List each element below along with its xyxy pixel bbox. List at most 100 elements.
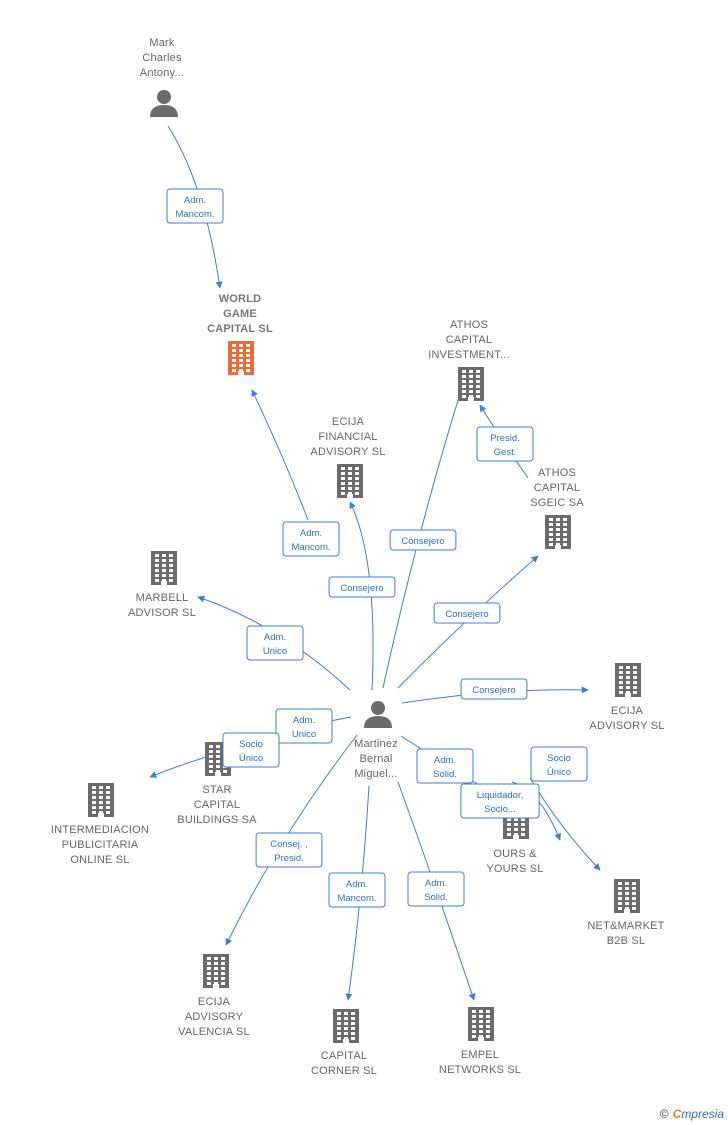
building-window	[476, 375, 480, 378]
node-mark[interactable]: MarkCharlesAntony...	[140, 37, 184, 117]
node-athos_inv[interactable]: ATHOSCAPITALINVESTMENT...	[428, 319, 510, 401]
building-window	[169, 579, 173, 582]
building-icon	[151, 551, 177, 585]
building-window	[619, 676, 623, 679]
building-window	[207, 962, 211, 965]
building-window	[221, 982, 225, 985]
building-window	[239, 364, 243, 367]
brand-initial: C	[672, 1107, 682, 1121]
building-window	[239, 354, 243, 357]
node-label-line: CAPITAL	[321, 1050, 367, 1062]
edge-label-box	[328, 576, 396, 598]
building-window	[618, 897, 622, 900]
edge-label-box	[222, 732, 280, 768]
edge-martinez-to-athos_inv	[382, 377, 467, 689]
building-window	[246, 354, 250, 357]
edge-label-martinez-to-ecija_fin[interactable]: Consejero	[328, 576, 396, 598]
node-label-line: ATHOS	[538, 467, 576, 479]
node-label-line: ADVISORY SL	[589, 720, 664, 732]
building-window	[99, 786, 103, 789]
node-label-line: NET&MARKET	[587, 920, 664, 932]
edge-label-martinez-to-star[interactable]: Adm.Unico	[275, 708, 333, 744]
empresia-logo[interactable]: ©Cmpresia	[660, 1107, 724, 1121]
building-window	[625, 907, 629, 910]
building-window	[341, 472, 345, 475]
building-window	[618, 887, 622, 890]
building-window	[207, 967, 211, 970]
edge-label-text: Consejero	[472, 685, 515, 696]
building-window	[344, 1012, 348, 1015]
building-window	[92, 806, 96, 809]
building-window	[214, 977, 218, 980]
building-window	[232, 344, 236, 347]
building-window	[563, 533, 567, 536]
building-window	[626, 686, 630, 689]
edge-labels-layer: Adm.Mancom.Adm.Mancom.ConsejeroConsejero…	[166, 188, 588, 908]
edge-label-martinez-to-world[interactable]: Adm.Mancom.	[282, 521, 340, 557]
edge-label-text: Adm.	[434, 755, 456, 766]
building-window	[209, 755, 213, 758]
edge-label-martinez-to-athos_sgeic[interactable]: Consejero	[433, 602, 501, 624]
building-window	[207, 977, 211, 980]
edge-label-martinez-to-ours[interactable]: Adm.Solid.	[416, 748, 474, 784]
building-window	[556, 518, 560, 521]
building-window	[155, 569, 159, 572]
building-window	[472, 1030, 476, 1033]
node-label-line: ADVISORY	[185, 1011, 244, 1023]
edge-label-text: Gest.	[494, 447, 517, 458]
node-capital_corner[interactable]: CAPITAL CORNER SL	[311, 1009, 377, 1077]
edge-label-martinez-to-netmarket[interactable]: Liquidador,Socio...	[460, 783, 540, 819]
node-label-line: VALENCIA SL	[178, 1026, 250, 1038]
node-label-line: CORNER SL	[311, 1065, 377, 1077]
building-window	[232, 369, 236, 372]
building-window	[169, 554, 173, 557]
node-label-line: INVESTMENT...	[428, 349, 509, 361]
edge-label-martinez-to-ecija_val[interactable]: Consej. ,Presid.	[255, 832, 323, 868]
building-window	[632, 887, 636, 890]
edge-label-martinez-to-capital_corner[interactable]: Adm.Mancom.	[328, 872, 386, 908]
building-window	[486, 1025, 490, 1028]
building-window	[514, 828, 518, 831]
copyright-symbol: ©	[659, 1107, 669, 1121]
building-window	[563, 518, 567, 521]
edge-label-box	[416, 748, 474, 784]
edge-label-martinez-to-ecija_adv[interactable]: Consejero	[460, 678, 528, 700]
building-window	[521, 823, 525, 826]
edge-label-martinez-to-marbell[interactable]: Adm.Unico	[246, 625, 304, 661]
node-label-line: INTERMEDIACION	[51, 824, 149, 836]
building-window	[472, 1020, 476, 1023]
building-window	[207, 972, 211, 975]
building-window	[214, 962, 218, 965]
edge-label-martinez-to-athos_inv[interactable]: Consejero	[389, 529, 457, 551]
building-window	[106, 796, 110, 799]
edge-label-martinez-to-empel[interactable]: Adm.Solid.	[407, 871, 465, 907]
edge-label-athos_sgeic-to-athos_inv[interactable]: Presid.Gest.	[476, 426, 534, 462]
building-window	[106, 786, 110, 789]
building-window	[92, 801, 96, 804]
building-door	[468, 397, 474, 401]
edge-label-text: Consejero	[401, 536, 444, 547]
building-window	[232, 354, 236, 357]
building-window	[209, 770, 213, 773]
building-window	[162, 579, 166, 582]
building-window	[633, 681, 637, 684]
building-window	[355, 472, 359, 475]
edge-label-text: Solid.	[424, 892, 448, 903]
building-window	[563, 538, 567, 541]
building-window	[549, 538, 553, 541]
node-martinez[interactable]: MartinezBernalMiguel...	[354, 701, 398, 780]
building-door	[625, 693, 631, 697]
building-window	[507, 828, 511, 831]
edge-label-mark-to-world[interactable]: Adm.Mancom.	[166, 188, 224, 224]
